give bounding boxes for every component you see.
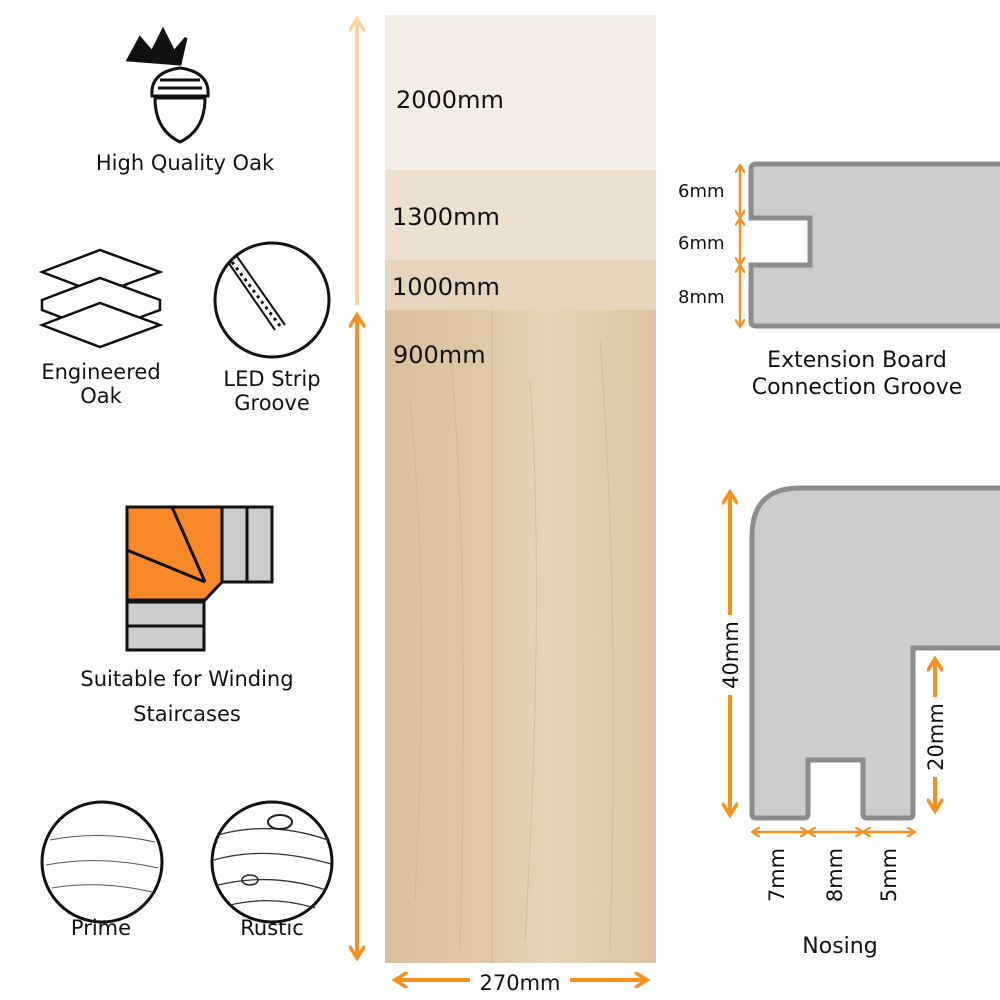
nosing-dim-7: 7mm — [765, 848, 789, 902]
oak-board — [385, 15, 656, 963]
length-1300-label: 1300mm — [392, 203, 500, 231]
length-900-label: 900mm — [393, 341, 486, 369]
groove-dim-top: 6mm — [678, 181, 725, 202]
feature-winding-label-1: Suitable for Winding — [80, 667, 293, 691]
feature-led-label-2: Groove — [234, 391, 310, 415]
feature-quality-label: High Quality Oak — [96, 151, 275, 175]
nosing-profile — [749, 485, 1000, 821]
acorn-crown-icon — [125, 26, 210, 144]
nosing-dim-8: 8mm — [823, 848, 847, 902]
prime-grain-icon — [40, 800, 164, 924]
groove-caption-2: Connection Groove — [752, 375, 963, 400]
feature-prime-label: Prime — [71, 916, 131, 940]
nosing-step-label: 20mm — [924, 703, 948, 771]
nosing-dim-5: 5mm — [877, 848, 901, 902]
length-1000-label: 1000mm — [392, 273, 500, 301]
groove-dim-middle: 6mm — [678, 233, 725, 254]
width-label: 270mm — [480, 971, 561, 995]
feature-engineered-label-2: Oak — [80, 384, 122, 408]
rustic-grain-icon — [210, 800, 334, 924]
groove-profile — [748, 161, 1000, 329]
feature-led-label-1: LED Strip — [223, 367, 320, 391]
groove-caption-1: Extension Board — [767, 348, 947, 373]
feature-rustic-label: Rustic — [240, 916, 304, 940]
length-2000-label: 2000mm — [396, 86, 504, 114]
nosing-height-label: 40mm — [719, 621, 743, 689]
led-groove-icon — [213, 241, 331, 359]
winding-staircase-icon — [125, 505, 274, 652]
feature-engineered-label-1: Engineered — [41, 360, 160, 384]
groove-dim-bottom: 8mm — [678, 287, 725, 308]
feature-winding-label-2: Staircases — [133, 702, 241, 726]
nosing-caption: Nosing — [802, 934, 877, 959]
engineered-layers-icon — [38, 248, 164, 349]
